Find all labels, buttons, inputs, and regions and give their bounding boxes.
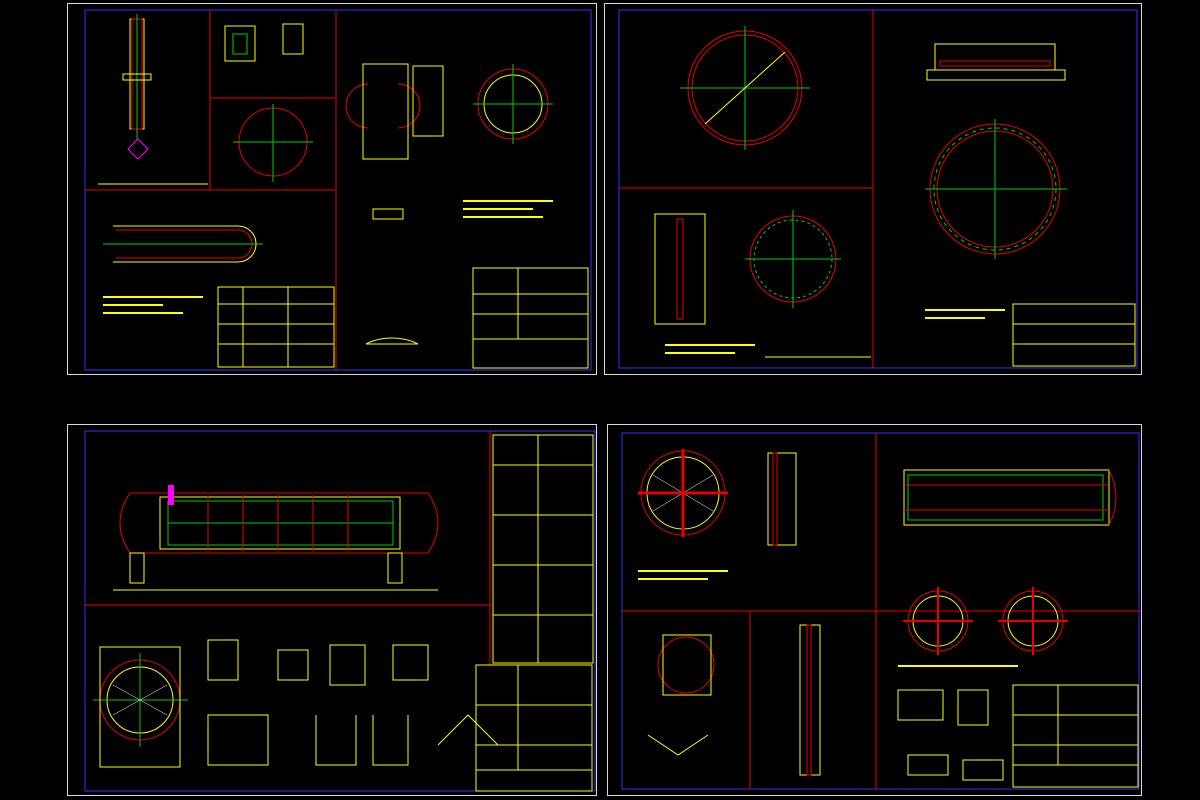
drawing-sheet-1 <box>67 3 597 375</box>
drawing-sheet-4 <box>607 424 1142 796</box>
drawing-sheet-3 <box>67 424 597 796</box>
drawing-sheet-2 <box>604 3 1142 375</box>
